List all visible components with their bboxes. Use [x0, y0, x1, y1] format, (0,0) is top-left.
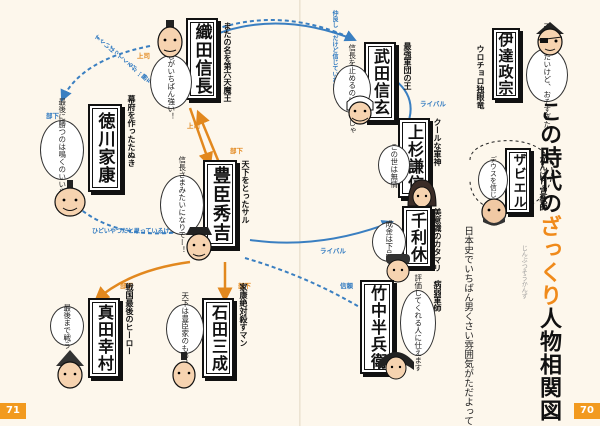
page-number-right: 70	[574, 403, 600, 419]
title-part-2: 人物相関図	[536, 307, 561, 422]
nick-oda: またの名を第六天魔王	[223, 22, 232, 102]
quote-tokugawa: 最後に勝つのは鳴くのいいやつ	[40, 98, 84, 203]
nick-sanada: 戦国最後のヒーロー	[125, 283, 134, 355]
face-takenaka	[378, 352, 414, 380]
nick-tokugawa: 幕府を作ったたぬき	[127, 95, 136, 167]
face-oda	[157, 20, 183, 58]
name-sanada: 真田幸村	[88, 298, 120, 378]
rel-label-sub-3: 部下	[238, 282, 251, 290]
quote-uesugi: この世は無情	[378, 143, 410, 188]
rel-label-toyotomi-tokugawa: ひどいやつだと思っているけど…	[92, 228, 182, 235]
quote-xavier: デウスを信じて	[478, 156, 508, 205]
arrow-oda-takeda	[189, 19, 357, 42]
face-date	[536, 22, 564, 56]
rel-label-rival-1: ライバル	[420, 100, 446, 108]
nick-ishida: 家康絶対殺すマン	[239, 283, 248, 347]
quote-toyotomi: 信長さまみたいになりてー！	[160, 156, 204, 254]
quote-sanada: 最後まで戦う	[50, 304, 84, 349]
name-toyotomi: 豊臣秀吉	[203, 160, 237, 248]
arrow-oda-tokugawa	[60, 45, 151, 102]
title-highlight: ざっくり	[536, 215, 561, 307]
arrow-toyotomi-takenaka	[244, 257, 382, 322]
rel-label-sub-1: 部下	[230, 147, 243, 155]
rel-label-sub-4: 部下	[46, 112, 59, 120]
face-takeda	[346, 95, 374, 125]
nick-toyotomi: 天下をとったサル	[241, 160, 250, 224]
face-tokugawa	[54, 180, 86, 217]
arrow-oda-toyotomi	[188, 107, 213, 168]
page-title: この時代のざっくり人物相関図	[536, 100, 561, 422]
rel-label-oda-takeda: 仲良し…だけど信じていない	[331, 10, 338, 89]
rel-label-upper-1: 上司	[137, 52, 150, 60]
arrow-toyotomi-sanada	[94, 260, 191, 302]
nick-uesugi: クールな軍神	[433, 118, 442, 166]
quote-ishida: 天下は豊臣家のもの！	[166, 292, 204, 367]
face-sen	[386, 254, 410, 283]
rel-label-rival-2: ライバル	[320, 247, 346, 255]
nick-takeda: 最強軍団の王	[403, 42, 412, 90]
arrow-toyotomi-oda	[195, 109, 222, 166]
quote-date-bubble: 天下取りたいけど、おそすぎた	[526, 23, 568, 128]
nick-date: ウロチョロ独眼竜	[476, 45, 485, 109]
rel-label-sub-2: 部下	[120, 282, 133, 290]
quote-takenaka: 評価してくれる人に仕えます	[400, 274, 436, 372]
face-uesugi	[407, 179, 437, 208]
name-date: 伊達政宗	[492, 28, 520, 100]
face-sanada	[56, 350, 84, 389]
nick-xavier: がんばり宣教師	[539, 155, 548, 211]
title-reading: じんぶつそうかんず	[520, 245, 528, 299]
rel-label-upper-2: 上司	[187, 122, 200, 130]
face-toyotomi	[186, 227, 212, 261]
arrow-toyotomi-sen	[249, 220, 394, 244]
title-part-1: この時代の	[536, 100, 561, 215]
page-number-left: 71	[0, 403, 26, 419]
nick-sen: 美意識のカタマリ	[433, 208, 442, 272]
name-tokugawa: 徳川家康	[88, 104, 122, 192]
name-ishida: 石田三成	[202, 298, 234, 378]
intro-text: 日本史でいちばん男くさい雰囲気がただよっていたかもしれないこの時代。おもな武将た…	[461, 226, 474, 426]
rel-label-trust: 信頼	[340, 282, 353, 290]
face-ishida	[172, 352, 196, 389]
page-gutter	[299, 0, 301, 426]
nick-takenaka: 病弱軍師	[433, 280, 442, 312]
quote-oda: あしがいちばん強い！	[150, 45, 192, 120]
face-xavier	[481, 198, 507, 226]
